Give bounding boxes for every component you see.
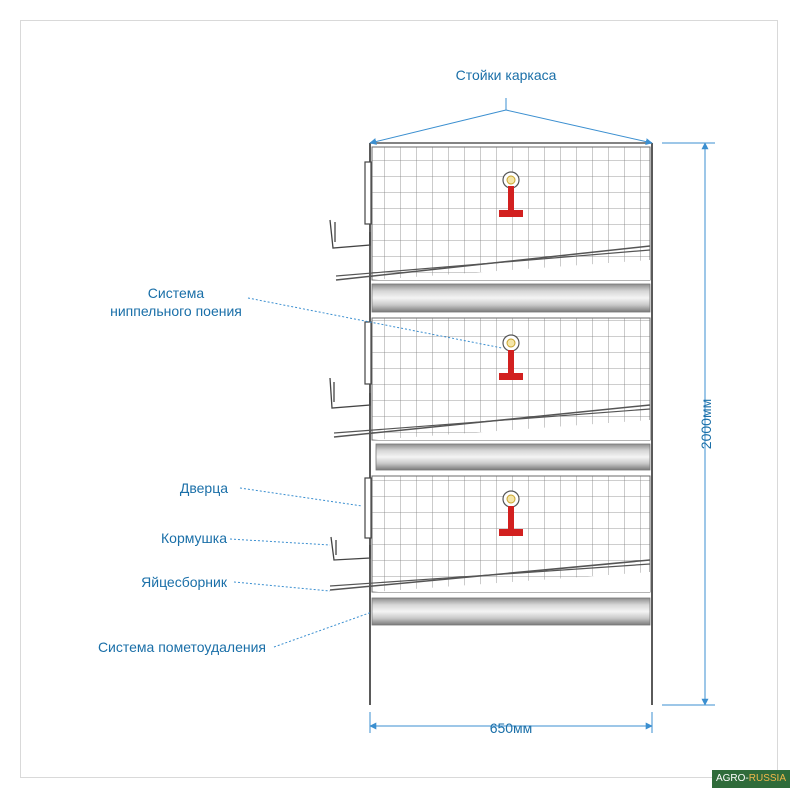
watermark-logo: AGRO-RUSSIA	[712, 770, 790, 788]
label-egg-collector: Яйцесборник	[141, 574, 228, 590]
cage-tier-3	[329, 475, 651, 626]
cage-tier-2	[333, 317, 651, 471]
label-manure-system: Система пометоудаления	[98, 639, 266, 655]
nipple-drinker-3	[499, 490, 523, 536]
cage-tier-1	[335, 146, 651, 313]
dimension-height-label: 2000мм	[698, 399, 714, 449]
dimension-height	[662, 142, 715, 706]
watermark-part1: AGRO-	[715, 773, 749, 784]
dimension-width	[369, 712, 653, 733]
feeders	[329, 219, 371, 561]
diagram-border	[20, 20, 778, 778]
watermark-part2: RUSSIA	[748, 773, 786, 784]
label-feeder: Кормушка	[161, 530, 227, 546]
nipple-drinker-2	[499, 334, 523, 380]
label-frame-posts: Стойки каркаса	[456, 67, 557, 83]
label-nipple-system-line1: Система	[148, 285, 205, 301]
label-nipple-system-line2: ниппельного поения	[110, 303, 242, 319]
cage-doors	[364, 161, 372, 539]
label-door: Дверца	[180, 480, 228, 496]
dimension-width-label: 650мм	[490, 720, 533, 736]
nipple-drinker-1	[499, 171, 523, 217]
callout-lines	[229, 98, 653, 648]
